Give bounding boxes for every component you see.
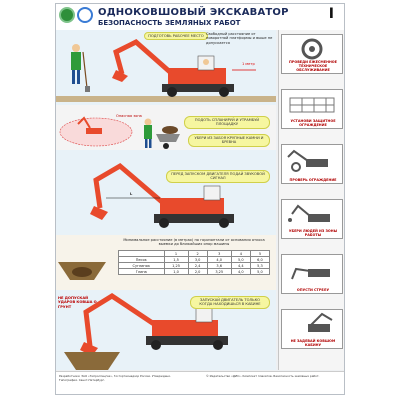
side-caption: УБЕРИ ЛЮДЕЙ ИЗ ЗОНЫ РАБОТЫ [288,229,338,237]
side-cell-fence: УСТАНОВИ ЗАЩИТНОЕ ОГРАЖДЕНИЕ [281,89,343,129]
main-illustrations [56,30,276,370]
label-table-caption: Минимальное расстояние (в метрах) по гор… [123,238,265,247]
side-caption: НЕ ЗАДЕВАЙ КОВШОМ КАБИНУ [290,339,336,347]
excavator-cab-icon [308,312,333,332]
side-caption: ОПУСТИ СТРЕЛУ [296,288,330,292]
label-start-signal: ПЕРЕД ЗАПУСКОМ ДВИГАТЕЛЯ ПОДАЙ ЗВУКОВОЙ … [166,170,270,183]
side-cell-people: УБЕРИ ЛЮДЕЙ ИЗ ЗОНЫ РАБОТЫ [281,199,343,239]
table-header-row: 1 2 3 4 5 [118,250,271,257]
label-side-note: Свободный расстояние от поворотной платф… [206,32,273,45]
label-danger-zone: Опасная зона [116,114,142,118]
footer-left-text: Разработчики: ЗАО «Гипроспецгаз», Госгор… [59,374,171,382]
poster-title: ОДНОКОВШОВЫЙ ЭКСКАВАТОР [98,7,289,18]
excavator-boom-down-icon [291,267,330,280]
side-cell-maintenance: ПРОВЕДИ ЕЖЕСМЕННОЕ ТЕХНИЧЕСКОЕ ОБСЛУЖИВА… [281,34,343,74]
trench [64,352,120,370]
logo-globe-icon [77,7,93,23]
ground-strip [56,96,276,102]
label-distance: 1 метр [242,62,255,66]
label-remove-stones: УБЕРИ ИЗ ЗАБОЯ КРУПНЫЕ КАМНИ И БРЕВНА [188,134,270,147]
worker-wheelbarrow-icon [144,118,180,149]
side-panel: ПРОВЕДИ ЕЖЕСМЕННОЕ ТЕХНИЧЕСКОЕ ОБСЛУЖИВА… [278,30,344,370]
side-caption: ПРОВЕДИ ЕЖЕСМЕННОЕ ТЕХНИЧЕСКОЕ ОБСЛУЖИВА… [289,60,337,72]
label-level-site: ПОДОТЬ СПЛАНИРУЙ И УТРАМБУЙ ПЛОЩАДКУ [184,116,270,129]
excavator-people-icon [288,204,330,222]
part-number: I [328,6,334,22]
excavator-gear-icon [287,149,328,172]
poster-subtitle: БЕЗОПАСНОСТЬ ЗЕМЛЯНЫХ РАБОТ [98,19,241,27]
logo-emblem-icon [59,7,75,23]
label-L: L [130,192,133,196]
wrench-gear-icon [301,38,323,60]
fence-icon [289,97,335,113]
excavator-3-icon [80,293,228,356]
poster-footer: Разработчики: ЗАО «Гипроспецгаз», Госгор… [56,371,344,394]
poster-header: ОДНОКОВШОВЫЙ ЭКСКАВАТОР БЕЗОПАСНОСТЬ ЗЕМ… [56,4,344,30]
label-only-in-cab: ЗАПУСКАЙ ДВИГАТЕЛЬ ТОЛЬКО КОГДА НАХОДИШЬ… [190,296,270,309]
side-cell-cab: НЕ ЗАДЕВАЙ КОВШОМ КАБИНУ [281,309,343,349]
excavator-2-icon [90,162,234,228]
poster: ОДНОКОВШОВЫЙ ЭКСКАВАТОР БЕЗОПАСНОСТЬ ЗЕМ… [55,3,345,395]
mini-excavator-icon [77,116,102,134]
footer-right-text: © Издательство «ДИС». Комплект плакатов.… [206,374,320,378]
side-caption: ПРОВЕРЬ ОГРАЖДЕНИЕ [289,178,337,182]
side-cell-boom: ОПУСТИ СТРЕЛУ [281,254,343,294]
label-no-bucket-hits: НЕ ДОПУСКАЙ УДАРОВ КОВША О ГРУНТ [58,296,97,309]
main-illustration-area: ПОДГОТОВЬ РАБОЧЕЕ МЕСТО Свободный рассто… [56,30,276,370]
excavator-1-icon [112,39,234,97]
label-workplace: ПОДГОТОВЬ РАБОЧЕЕ МЕСТО [144,32,208,41]
side-cell-check: ПРОВЕРЬ ОГРАЖДЕНИЕ [281,144,343,184]
worker-shovel-icon [71,44,90,92]
side-caption: УСТАНОВИ ЗАЩИТНОЕ ОГРАЖДЕНИЕ [290,119,336,127]
